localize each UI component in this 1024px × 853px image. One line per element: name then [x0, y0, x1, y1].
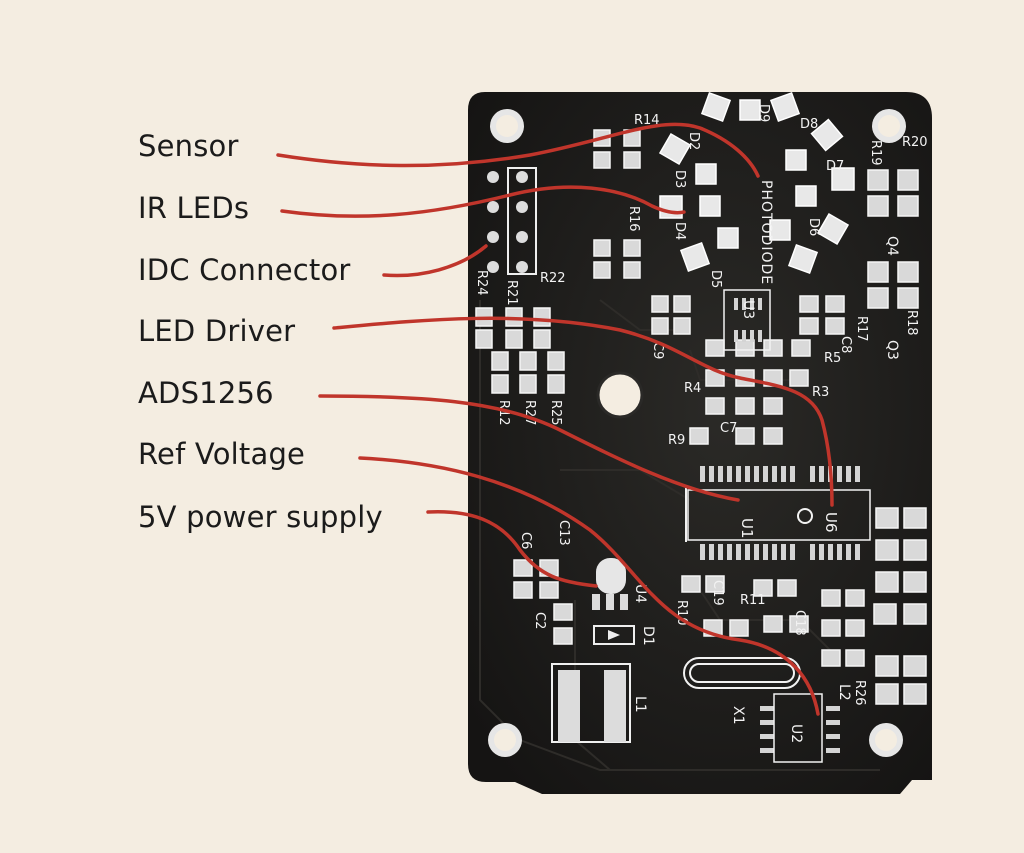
silk-r19: R19 — [868, 140, 883, 166]
regulator-u4 — [592, 558, 635, 645]
label-idc-connector: IDC Connector — [138, 253, 351, 287]
silk-r16: R16 — [626, 206, 641, 232]
silk-led-d4: D4 — [672, 222, 687, 240]
label-ref-voltage: Ref Voltage — [138, 437, 306, 471]
callout-power-supply — [426, 510, 598, 588]
silk-c13: C13 — [556, 520, 571, 546]
silk-r3: R3 — [812, 385, 829, 400]
silk-r27: R27 — [522, 400, 537, 426]
silk-outlines — [683, 289, 871, 763]
silk-q4: Q4 — [884, 236, 900, 256]
silk-led-d9: D9 — [756, 104, 771, 122]
silk-u6: U6 — [822, 512, 840, 533]
silk-photodiode: PHOTODIODE — [758, 180, 774, 285]
silk-r12: R12 — [496, 400, 511, 426]
silk-c8: C8 — [838, 336, 853, 353]
callout-led-driver — [332, 316, 834, 507]
label-led-driver: LED Driver — [138, 314, 296, 348]
silk-u1: U1 — [738, 518, 756, 539]
silk-u2: U2 — [788, 724, 804, 743]
silk-c9: C9 — [650, 342, 665, 359]
silk-r9: R9 — [668, 433, 685, 448]
label-ir-leds: IR LEDs — [138, 191, 250, 225]
silk-led-d7: D7 — [826, 159, 844, 174]
silk-r25: R25 — [548, 400, 563, 426]
silk-u4: U4 — [632, 584, 648, 603]
silk-led-d5: D5 — [708, 270, 723, 288]
silk-r17: R17 — [854, 316, 869, 342]
silk-c2: C2 — [532, 612, 547, 629]
label-power-supply: 5V power supply — [138, 500, 383, 534]
silk-led-d8: D8 — [800, 117, 818, 132]
callout-sensor — [276, 122, 760, 178]
silk-r4: R4 — [684, 381, 701, 396]
silk-l2: L2 — [836, 684, 852, 701]
silk-led-d6: D6 — [806, 218, 821, 236]
ir-led-ring — [658, 91, 855, 275]
silk-r26: R26 — [852, 680, 867, 706]
silk-c6: C6 — [518, 532, 533, 549]
silk-c18: C18 — [792, 610, 807, 636]
silk-u3: U3 — [740, 300, 756, 319]
silk-c19: C19 — [710, 580, 725, 606]
callout-ir-leds — [280, 185, 686, 218]
callout-adc — [318, 394, 740, 502]
silk-x1: X1 — [730, 706, 746, 725]
inductor-l1 — [551, 663, 631, 743]
idc-connector — [487, 167, 537, 275]
mounting-holes — [488, 109, 906, 757]
silk-l1: L1 — [632, 696, 648, 713]
silk-led-d3: D3 — [672, 170, 687, 188]
silk-r5: R5 — [824, 351, 841, 366]
silk-r11: R11 — [740, 593, 766, 608]
silk-r22: R22 — [540, 271, 566, 286]
label-adc: ADS1256 — [138, 376, 274, 410]
label-sensor: Sensor — [138, 129, 239, 163]
ic-footprints — [700, 298, 860, 753]
callout-idc-connector — [382, 244, 488, 278]
silk-d1: D1 — [640, 626, 656, 646]
silk-r10: R10 — [674, 600, 689, 626]
callout-lines — [276, 122, 834, 716]
silk-r14: R14 — [634, 113, 660, 128]
silk-r18: R18 — [904, 310, 919, 336]
silk-led-d2: D2 — [686, 132, 701, 150]
silk-r21: R21 — [504, 280, 519, 306]
u1-bottom-pins — [700, 544, 860, 560]
silk-c7: C7 — [720, 421, 737, 436]
silk-q3: Q3 — [884, 340, 900, 360]
silk-r20: R20 — [902, 135, 928, 150]
callout-ref-voltage — [358, 456, 820, 716]
silk-r24: R24 — [474, 270, 489, 296]
